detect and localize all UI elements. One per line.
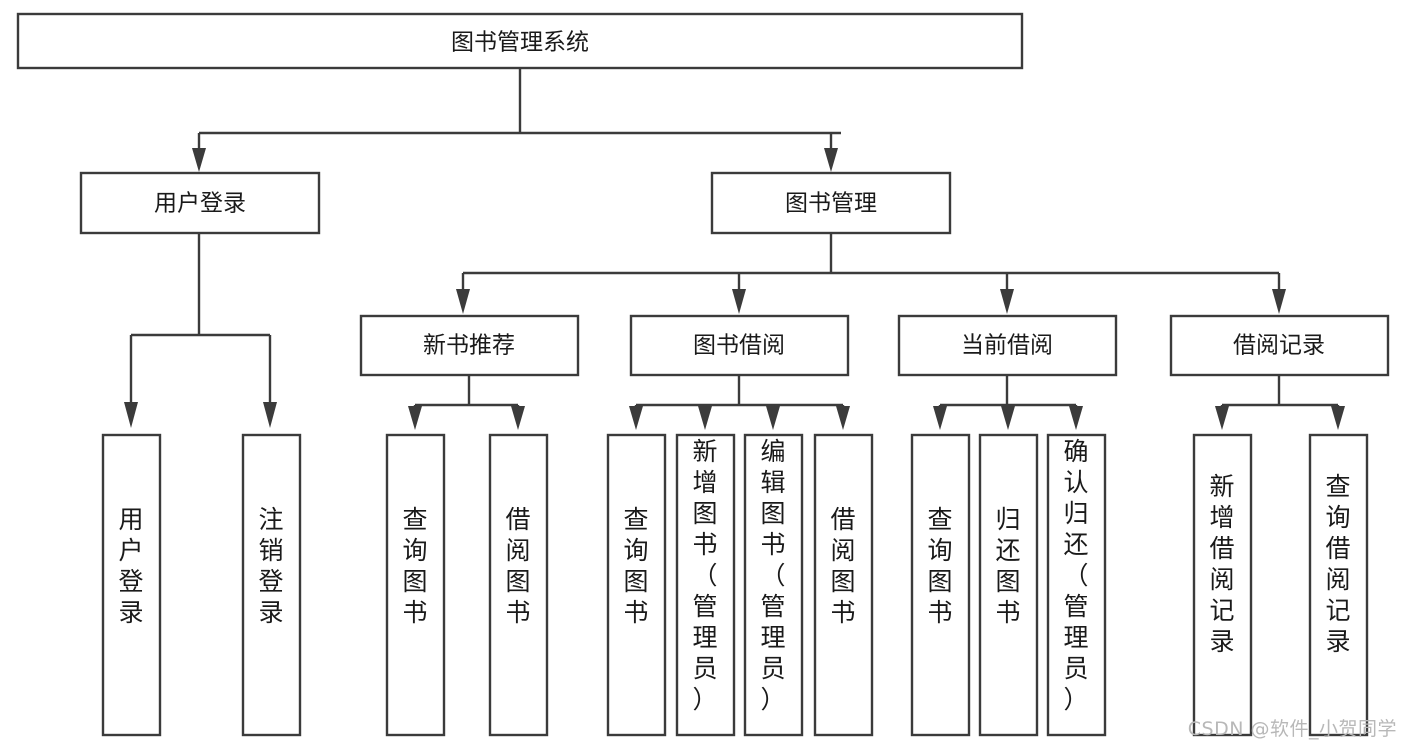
leaf-recommend-query-book[interactable]: 查询图书: [385, 433, 446, 737]
node-user-login-label: 用户登录: [154, 191, 246, 217]
arrow-head-icon: [1331, 406, 1345, 430]
node-borrow-record-label: 借阅记录: [1233, 333, 1325, 359]
connector-root-to-level2: [192, 68, 841, 172]
leaf-borrow-query-book[interactable]: 查询图书: [606, 433, 667, 737]
leaf-current-return-book[interactable]: 归还图书: [978, 433, 1039, 737]
node-new-book-recommend-label: 新书推荐: [423, 333, 515, 359]
node-user-login[interactable]: 用户登录: [79, 171, 321, 235]
leaf-user-logout[interactable]: 注销登录: [241, 433, 302, 737]
leaf-current-return-book-label: 归还图书: [995, 505, 1020, 627]
arrow-head-icon: [732, 289, 746, 314]
leaf-current-confirm-return-admin-label: 确认归还（管理员）: [1063, 437, 1088, 714]
arrow-head-icon: [824, 148, 838, 172]
node-current-borrow-label: 当前借阅: [961, 333, 1053, 359]
leaf-current-query-book-label: 查询图书: [927, 505, 952, 627]
connector-borrow-record-to-leaves: [1215, 375, 1345, 430]
leaf-current-confirm-return-admin[interactable]: 确认归还（管理员）: [1046, 433, 1107, 737]
arrow-head-icon: [192, 148, 206, 172]
connector-user-login-to-leaves: [124, 233, 277, 428]
leaf-user-login-1-label: 用户登录: [118, 505, 143, 627]
arrow-head-icon: [1215, 406, 1229, 430]
arrow-head-icon: [933, 406, 947, 430]
leaf-recommend-borrow-book-label: 借阅图书: [505, 505, 530, 627]
arrow-head-icon: [263, 402, 277, 428]
leaf-current-query-book[interactable]: 查询图书: [910, 433, 971, 737]
connector-new-book-to-leaves: [408, 375, 525, 430]
node-borrow-record[interactable]: 借阅记录: [1169, 314, 1390, 377]
leaf-borrow-add-book-admin-label: 新增图书（管理员）: [692, 437, 717, 714]
node-book-management[interactable]: 图书管理: [710, 171, 952, 235]
arrow-head-icon: [456, 289, 470, 314]
leaf-borrow-edit-book-admin[interactable]: 编辑图书（管理员）: [743, 433, 804, 737]
arrow-head-icon: [124, 402, 138, 428]
leaf-borrow-borrow-book-label: 借阅图书: [830, 505, 855, 627]
arrow-head-icon: [698, 406, 712, 430]
node-root-label: 图书管理系统: [451, 30, 589, 56]
node-new-book-recommend[interactable]: 新书推荐: [359, 314, 580, 377]
leaf-borrow-query-book-label: 查询图书: [623, 505, 648, 627]
arrow-head-icon: [1001, 406, 1015, 430]
node-root-book-management-system[interactable]: 图书管理系统: [16, 12, 1024, 70]
arrow-head-icon: [629, 406, 643, 430]
connector-book-management-to-level3: [456, 233, 1286, 314]
arrow-head-icon: [1000, 289, 1014, 314]
arrow-head-icon: [766, 406, 780, 430]
leaf-recommend-query-book-label: 查询图书: [402, 505, 427, 627]
leaf-recommend-borrow-book[interactable]: 借阅图书: [488, 433, 549, 737]
arrow-head-icon: [836, 406, 850, 430]
connector-current-borrow-to-leaves: [933, 375, 1083, 430]
node-current-borrow[interactable]: 当前借阅: [897, 314, 1118, 377]
arrow-head-icon: [1069, 406, 1083, 430]
node-book-borrow-label: 图书借阅: [693, 333, 785, 359]
leaf-user-logout-label: 注销登录: [258, 505, 283, 627]
leaf-record-add-record[interactable]: 新增借阅记录: [1192, 433, 1253, 737]
arrow-head-icon: [511, 406, 525, 430]
leaf-borrow-add-book-admin[interactable]: 新增图书（管理员）: [675, 433, 736, 737]
leaf-user-login-1[interactable]: 用户登录: [101, 433, 162, 737]
leaf-borrow-edit-book-admin-label: 编辑图书（管理员）: [760, 437, 785, 714]
leaf-record-query-record-label: 查询借阅记录: [1325, 472, 1350, 656]
node-book-management-label: 图书管理: [785, 191, 877, 217]
arrow-head-icon: [1272, 289, 1286, 314]
connector-book-borrow-to-leaves: [629, 375, 850, 430]
leaf-borrow-borrow-book[interactable]: 借阅图书: [813, 433, 874, 737]
node-book-borrow[interactable]: 图书借阅: [629, 314, 850, 377]
leaf-record-query-record[interactable]: 查询借阅记录: [1308, 433, 1369, 737]
leaf-record-add-record-label: 新增借阅记录: [1209, 472, 1234, 656]
arrow-head-icon: [408, 406, 422, 430]
